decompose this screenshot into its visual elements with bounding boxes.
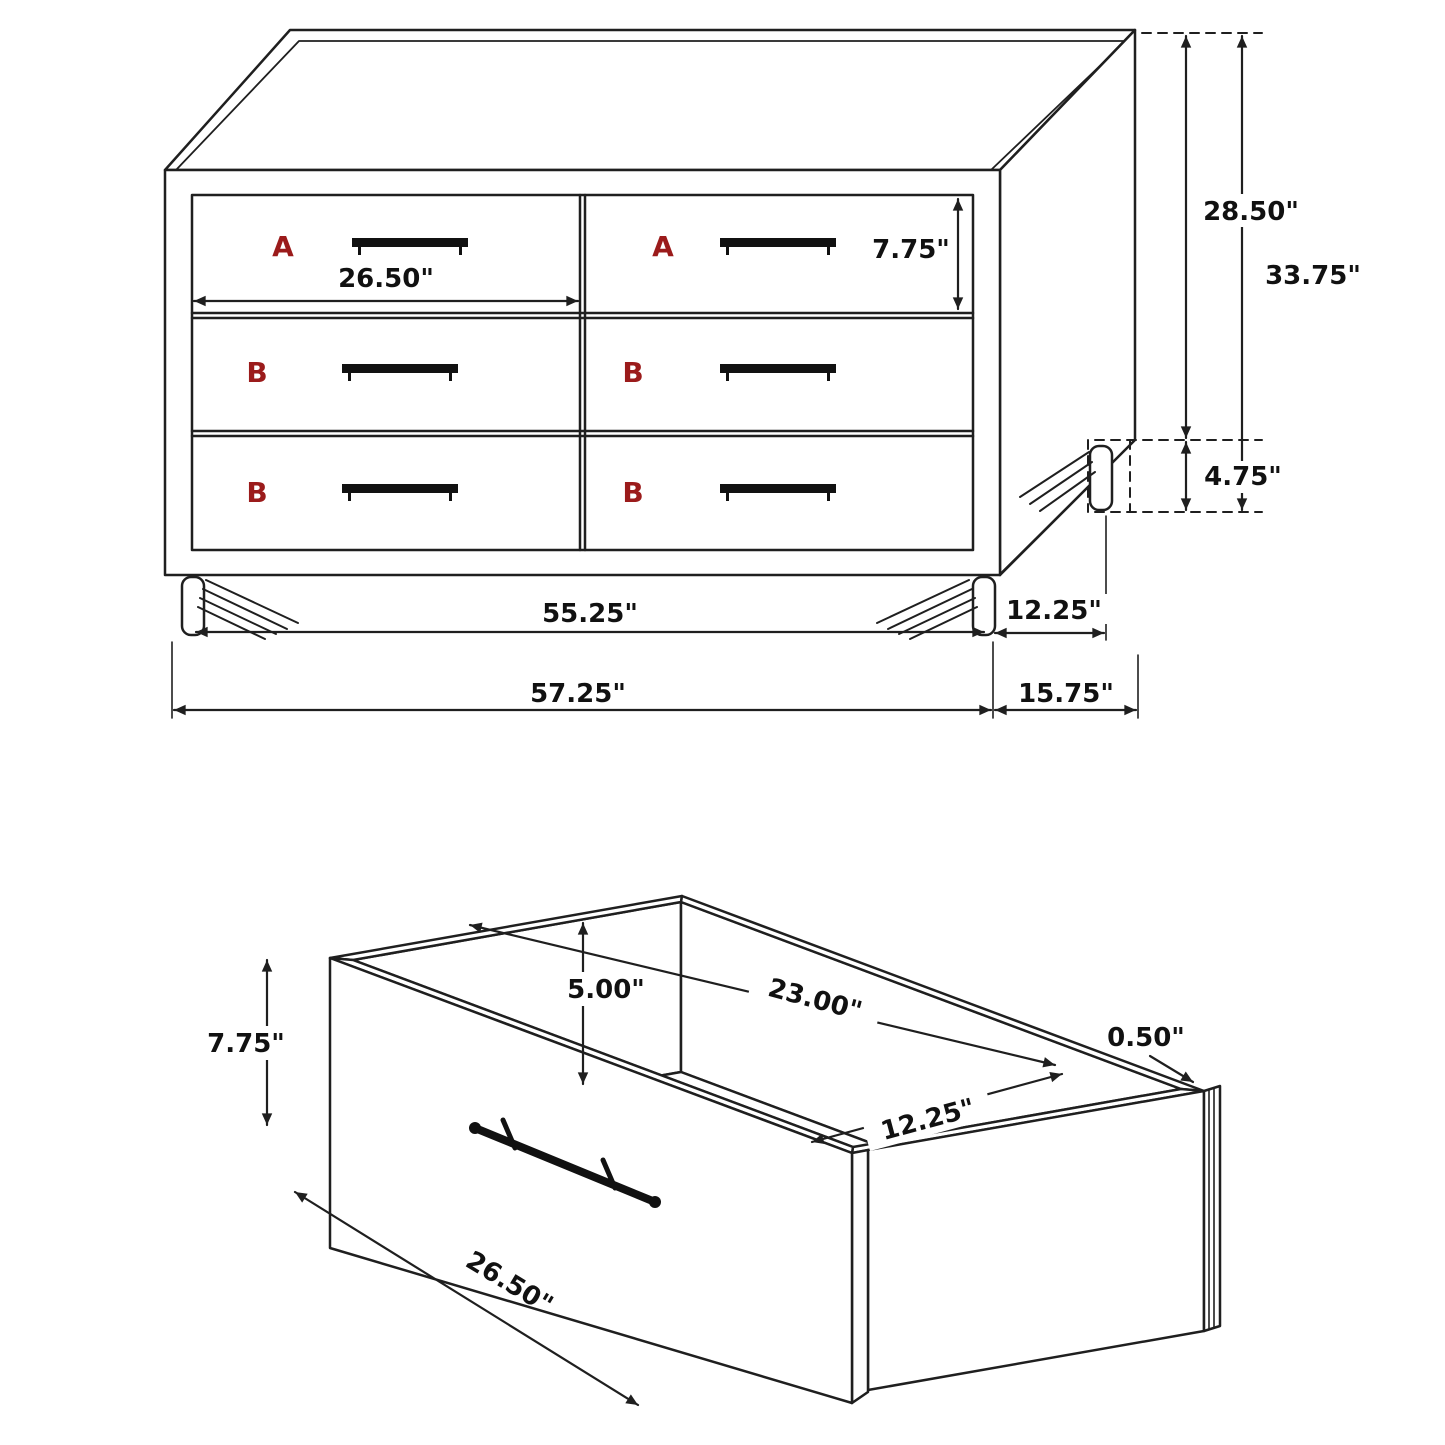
handle-mid-left <box>342 364 458 381</box>
dresser-front-frame <box>190 193 975 552</box>
label-overall-width: 57.25" <box>530 679 626 709</box>
dresser-view <box>163 28 1304 719</box>
leg-front-right <box>971 575 997 637</box>
drawer-letter-mid-right: B <box>622 356 643 389</box>
label-drawer-height: 7.75" <box>872 235 950 265</box>
label-panel-thickness: 0.50" <box>1107 1023 1185 1053</box>
dresser-top-face-edge <box>175 40 1127 171</box>
dresser-legs <box>180 444 1114 640</box>
label-inner-depth-mask <box>861 1087 994 1152</box>
label-overall-height: 33.75" <box>1265 261 1361 291</box>
label-inner-width-mask <box>747 966 884 1032</box>
leg-rear-right <box>1088 444 1114 512</box>
dim-line-panel-thickness <box>1148 1054 1195 1084</box>
dresser-dimension-lines <box>171 34 1248 719</box>
drawer-letter-top-left: A <box>272 230 294 263</box>
drawer-handles <box>342 238 836 501</box>
leg-front-left <box>180 575 206 637</box>
label-case-depth: 12.25" <box>1006 596 1102 626</box>
drawer-label-masks <box>190 972 660 1060</box>
handle-top-right <box>720 238 836 255</box>
label-front-height: 7.75" <box>207 1029 285 1059</box>
handle-mid-right <box>720 364 836 381</box>
drawer-front-panel-end <box>850 1148 870 1405</box>
handle-bot-right <box>720 484 836 501</box>
label-overall-depth: 15.75" <box>1018 679 1114 709</box>
drawer-handle <box>469 1117 661 1208</box>
leg-rear-right-brace <box>1019 451 1096 512</box>
drawer-letter-bot-left: B <box>246 476 267 509</box>
drawer-labels: 7.75" 5.00" 23.00" 12.25" 0.50" 26.50" <box>207 966 1185 1321</box>
drawer-back-panel-end-cap <box>1202 1084 1222 1333</box>
label-case-width: 55.25" <box>542 599 638 629</box>
dim-line-front-width <box>293 1190 640 1407</box>
label-case-height: 28.50" <box>1203 197 1299 227</box>
dresser-top-face <box>163 28 1137 172</box>
drawer-letter-mid-left: B <box>246 356 267 389</box>
label-drawer-width: 26.50" <box>338 264 434 294</box>
leg-front-right-brace <box>876 579 978 640</box>
label-leg-height: 4.75" <box>1204 462 1282 492</box>
drawer-letter-bot-right: B <box>622 476 643 509</box>
leg-front-left-brace <box>197 579 299 640</box>
drawer-view <box>190 894 1222 1407</box>
drawer-letter-top-right: A <box>652 230 674 263</box>
drawer-front-panel <box>328 956 854 1405</box>
dresser-labels: A A B B B B 26.50" 7.75" 28.50" 33.75" 4… <box>246 197 1361 709</box>
construction-lines <box>1087 32 1263 513</box>
label-masks <box>998 194 1304 624</box>
label-inner-height: 5.00" <box>567 975 645 1005</box>
handle-bot-left <box>342 484 458 501</box>
handle-top-left <box>352 238 468 255</box>
